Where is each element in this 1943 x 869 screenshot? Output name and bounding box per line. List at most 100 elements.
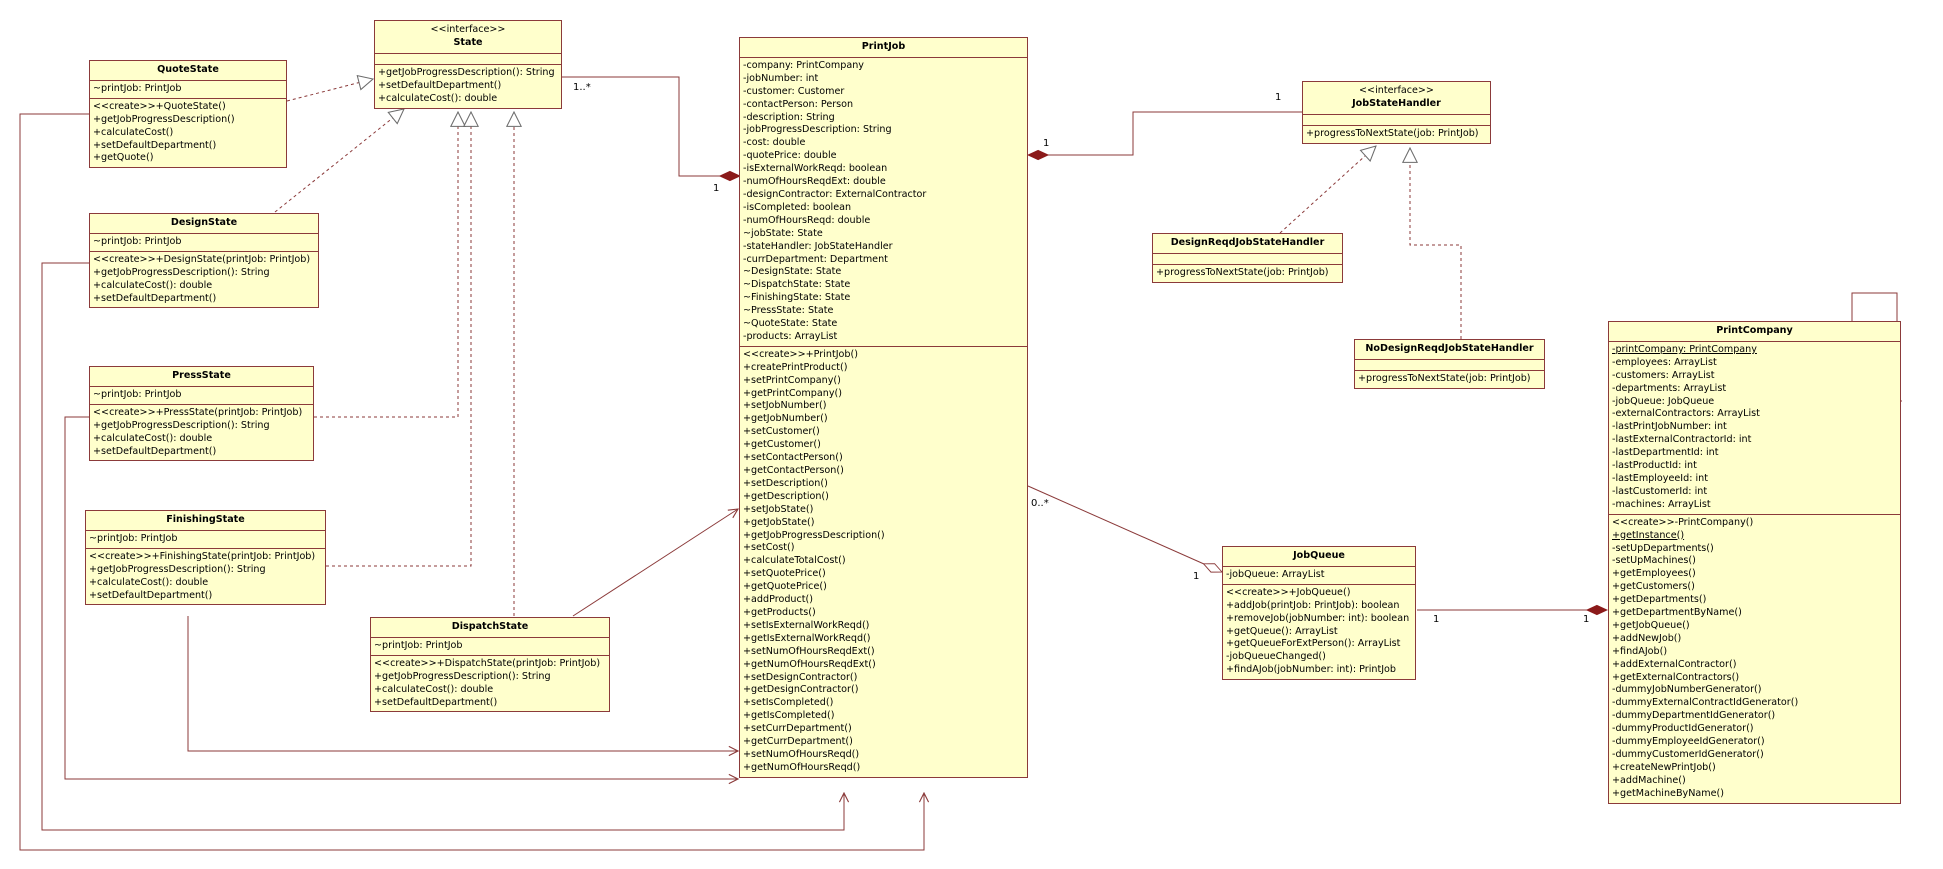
class-operation: +addMachine() [1612, 774, 1686, 786]
class-job-queue[interactable]: JobQueue -jobQueue: ArrayList <<create>>+J… [1222, 546, 1416, 681]
state-composed-in-printjob [562, 76, 740, 176]
operation-section: <<create>>+JobQueue()+addJob(printJob: P… [1223, 585, 1415, 679]
class-operation: +setJobState() [743, 503, 814, 515]
class-operation: +calculateCost(): double [93, 432, 213, 444]
class-operation: +setPrintCompany() [743, 374, 841, 386]
class-name: JobQueue [1293, 550, 1345, 561]
design-to-printjob [41, 262, 844, 831]
attribute-section: -jobQueue: ArrayList [1223, 567, 1415, 585]
mult-printjob-handler-end: 1 [1043, 138, 1050, 149]
operation-section: <<create>>+FinishingState(printJob: Prin… [86, 549, 325, 605]
attribute-section: -company: PrintCompany-jobNumber: int-cu… [740, 58, 1027, 347]
class-operation: +getJobProgressDescription(): String [93, 266, 270, 278]
class-operation: <<create>>+DesignState(printJob: PrintJo… [93, 253, 311, 265]
class-operation: -jobQueueChanged() [1226, 651, 1326, 663]
class-attribute: ~jobState: State [743, 227, 823, 239]
class-operation: +getDesignContractor() [743, 684, 859, 696]
class-attribute: -printCompany: PrintCompany [1612, 343, 1757, 355]
mult-queue-end: 1 [1193, 571, 1200, 582]
class-finishing-state[interactable]: FinishingState~printJob: PrintJob<<creat… [85, 510, 326, 606]
class-operation: +removeJob(jobNumber: int): boolean [1226, 612, 1410, 624]
class-print-company[interactable]: PrintCompany -printCompany: PrintCompany -… [1608, 321, 1901, 804]
class-attribute: -customer: Customer [743, 85, 845, 97]
class-operation: <<create>>+QuoteState() [93, 100, 226, 112]
association-lines [19, 113, 1901, 851]
operation-section: <<create>>+QuoteState()+getJobProgressDe… [90, 99, 286, 168]
class-operation: +getContactPerson() [743, 465, 844, 476]
class-attribute: -isCompleted: boolean [743, 201, 852, 213]
quote-to-printjob [19, 113, 924, 851]
class-attribute: -externalContractors: ArrayList [1612, 408, 1760, 420]
class-attribute: -lastPrintJobNumber: int [1612, 421, 1727, 433]
handler-composed-in-printjob [1028, 111, 1302, 155]
class-operation: +calculateCost(): double [374, 683, 494, 695]
class-header: NoDesignReqdJobStateHandler [1355, 340, 1544, 360]
class-operation: +getIsExternalWorkReqd() [743, 632, 871, 644]
class-operation: +setCurrDepartment() [743, 723, 852, 735]
class-attribute: -lastEmployeeId: int [1612, 472, 1708, 484]
mult-state-end: 1..* [573, 82, 591, 93]
class-attribute: -numOfHoursReqdExt: double [743, 176, 886, 188]
class-attribute: -jobNumber: int [743, 72, 819, 84]
class-no-design-reqd-handler[interactable]: NoDesignReqdJobStateHandler +progressToNe… [1354, 339, 1545, 389]
class-operation: +getQuote() [93, 152, 154, 164]
class-design-reqd-handler[interactable]: DesignReqdJobStateHandler +progressToNext… [1152, 233, 1343, 283]
class-name: PrintCompany [1716, 325, 1793, 336]
class-name: DesignState [170, 217, 238, 228]
operation-section: <<create>>+PressState(printJob: PrintJob… [90, 405, 313, 461]
finishing-realizes-state [326, 112, 471, 567]
class-operation: +getQueue(): ArrayList [1226, 625, 1338, 637]
class-header: QuoteState [90, 61, 286, 81]
class-operation: +createPrintProduct() [743, 361, 848, 373]
class-operation: +calculateCost(): double [89, 576, 209, 588]
class-attribute: -cost: double [743, 137, 806, 149]
class-operation: +getNumOfHoursReqdExt() [743, 658, 876, 670]
class-attribute: -jobQueue: ArrayList [1226, 568, 1325, 580]
class-operation: +getJobProgressDescription() [743, 529, 885, 541]
class-operation: +getCustomer() [743, 439, 821, 451]
class-operation: +setDefaultDepartment() [93, 445, 217, 457]
class-operation: +progressToNextState(job: PrintJob) [1156, 266, 1329, 278]
class-print-job[interactable]: PrintJob -company: PrintCompany-jobNumber… [739, 37, 1028, 778]
class-operation: +getJobQueue() [1612, 619, 1690, 631]
class-name: PrintJob [861, 41, 906, 52]
class-name: DesignReqdJobStateHandler [1170, 237, 1325, 248]
class-operation: -dummyProductIdGenerator() [1612, 723, 1754, 735]
class-attribute: -machines: ArrayList [1612, 498, 1711, 510]
class-operation: +addJob(printJob: PrintJob): boolean [1226, 599, 1400, 611]
class-operation: +setCost() [743, 542, 795, 554]
press-realizes-state [314, 112, 458, 418]
class-operation: +progressToNextState(job: PrintJob) [1358, 372, 1531, 384]
mult-queue-company-queue-end: 1 [1433, 614, 1440, 625]
class-attribute: ~DispatchState: State [743, 279, 851, 291]
operation-section: <<create>>+PrintJob()+createPrintProduct… [740, 347, 1027, 777]
class-operation: +setIsCompleted() [743, 697, 834, 709]
class-job-state-handler[interactable]: <<interface>>JobStateHandler+progressToN… [1302, 81, 1491, 144]
class-name: DispatchState [451, 621, 529, 632]
class-operation: +calculateTotalCost() [743, 555, 846, 567]
class-attribute: -company: PrintCompany [743, 59, 864, 71]
class-attribute: -lastCustomerId: int [1612, 485, 1708, 497]
class-operation: +setDefaultDepartment() [93, 139, 217, 151]
class-header: JobQueue [1223, 547, 1415, 567]
class-header: <<interface>>State [375, 21, 561, 54]
class-operation: +setDesignContractor() [743, 671, 858, 683]
class-stereotype: <<interface>> [430, 24, 506, 35]
class-design-state[interactable]: DesignState~printJob: PrintJob<<create>>… [89, 213, 319, 309]
class-operation: +addExternalContractor() [1612, 658, 1737, 670]
class-operation: +setDescription() [743, 477, 828, 489]
class-state[interactable]: <<interface>>State+getJobProgressDescrip… [374, 20, 562, 109]
class-dispatch-state[interactable]: DispatchState~printJob: PrintJob<<create… [370, 617, 610, 713]
operation-section: +progressToNextState(job: PrintJob) [1355, 371, 1544, 388]
class-operation: -dummyCustomerIdGenerator() [1612, 749, 1764, 760]
operation-section: +progressToNextState(job: PrintJob) [1153, 265, 1342, 282]
class-operation: +calculateCost(): double [378, 92, 498, 104]
class-press-state[interactable]: PressState~printJob: PrintJob<<create>>+… [89, 366, 314, 462]
operation-section: +progressToNextState(job: PrintJob) [1303, 126, 1490, 143]
operation-section: <<create>>-PrintCompany()+getInstance()-… [1609, 515, 1900, 803]
class-operation: +getJobNumber() [743, 413, 828, 425]
class-quote-state[interactable]: QuoteState~printJob: PrintJob<<create>>+… [89, 60, 287, 169]
class-header: DispatchState [371, 618, 609, 638]
class-operation: +setQuotePrice() [743, 568, 826, 580]
